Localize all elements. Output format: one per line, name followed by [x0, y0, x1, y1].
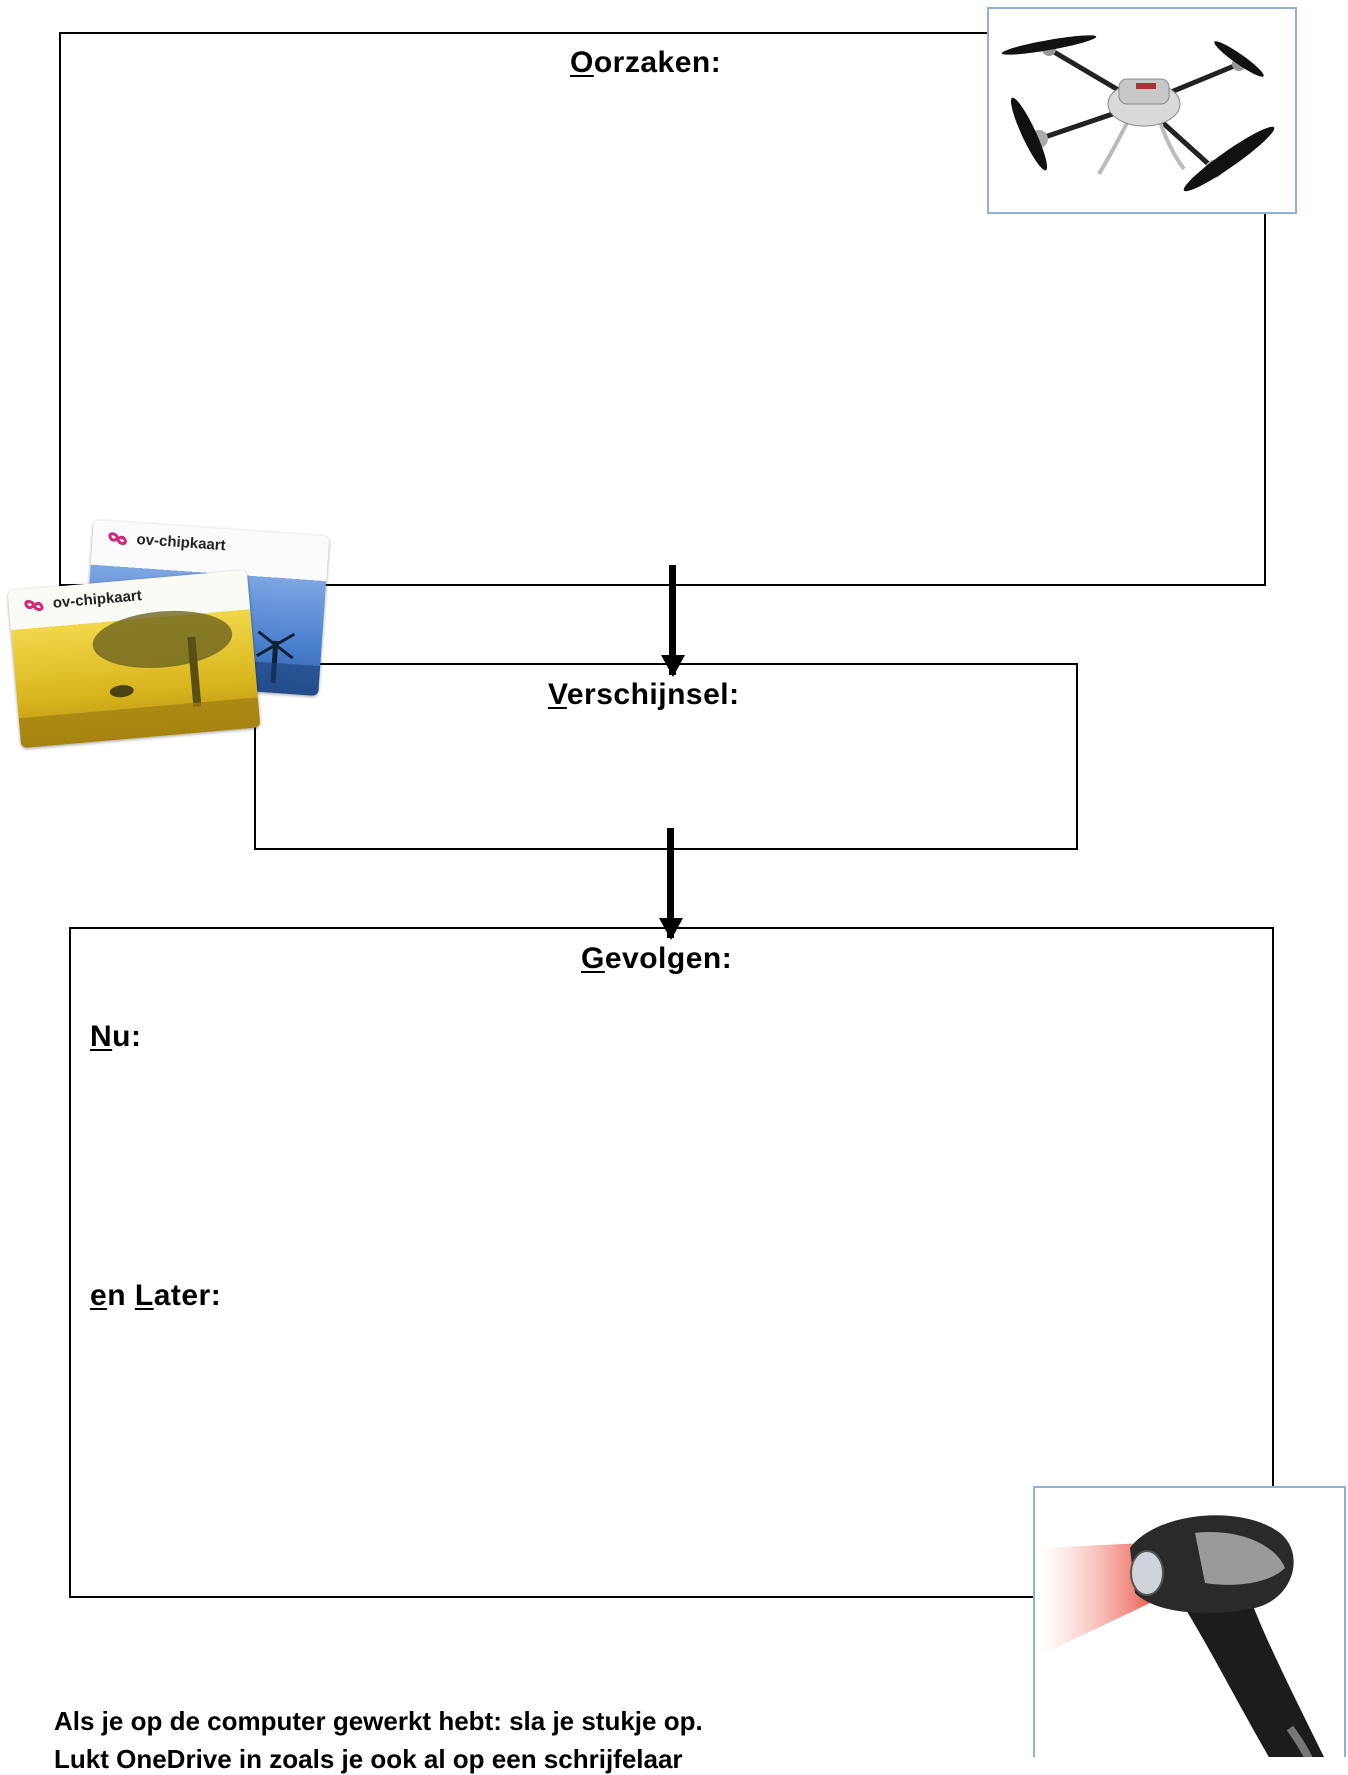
- later-initial-l: L: [134, 1279, 154, 1312]
- verschijnsel-initial: V: [548, 678, 567, 711]
- nu-initial: N: [90, 1020, 113, 1053]
- footer-line-2-rest: zoals je ook al op een schrijfelaar: [262, 1744, 683, 1774]
- nu-rest: u:: [112, 1020, 142, 1053]
- card-logo: ov-chipkaart: [20, 587, 142, 614]
- verschijnsel-rest: erschijnsel:: [566, 678, 740, 711]
- drone-image: [987, 7, 1297, 214]
- nu-label: Nu:: [90, 1020, 142, 1054]
- oorzaken-box: [59, 32, 1266, 586]
- arrow-down-icon: [669, 565, 676, 675]
- card-logo: ov-chipkaart: [104, 529, 226, 554]
- gevolgen-rest: evolgen:: [604, 942, 733, 975]
- arrow-down-icon: [667, 828, 674, 938]
- oorzaken-title: Oorzaken:: [570, 46, 721, 80]
- barcode-scanner-icon: [1040, 1515, 1325, 1757]
- gevolgen-initial: G: [581, 942, 605, 975]
- ov-logo-icon: [108, 531, 127, 545]
- oorzaken-rest: orzaken:: [593, 46, 722, 79]
- footer-line-2-start: Lukt OneDrive in: [54, 1744, 263, 1774]
- footer-line-1: Als je op de computer gewerkt hebt: sla …: [54, 1706, 703, 1736]
- later-rest: ater:: [153, 1279, 222, 1312]
- later-label: en Later:: [90, 1279, 221, 1313]
- barcode-scanner-image: [1033, 1486, 1346, 1757]
- oorzaken-initial: O: [570, 46, 594, 79]
- drone-icon: [1001, 35, 1275, 192]
- later-mid: n: [107, 1279, 135, 1312]
- tree-icon: [18, 610, 261, 749]
- ov-chipkaart-image-yellow: ov-chipkaart: [7, 569, 261, 749]
- verschijnsel-box: [254, 663, 1078, 850]
- later-initial-e: e: [90, 1279, 108, 1312]
- ov-logo-icon: [24, 599, 44, 611]
- footer-line-2: Lukt OneDrive in zoals je ook al op een …: [54, 1744, 683, 1775]
- gevolgen-title: Gevolgen:: [581, 942, 732, 976]
- gevolgen-box: [69, 927, 1274, 1598]
- verschijnsel-title: Verschijnsel:: [548, 678, 740, 712]
